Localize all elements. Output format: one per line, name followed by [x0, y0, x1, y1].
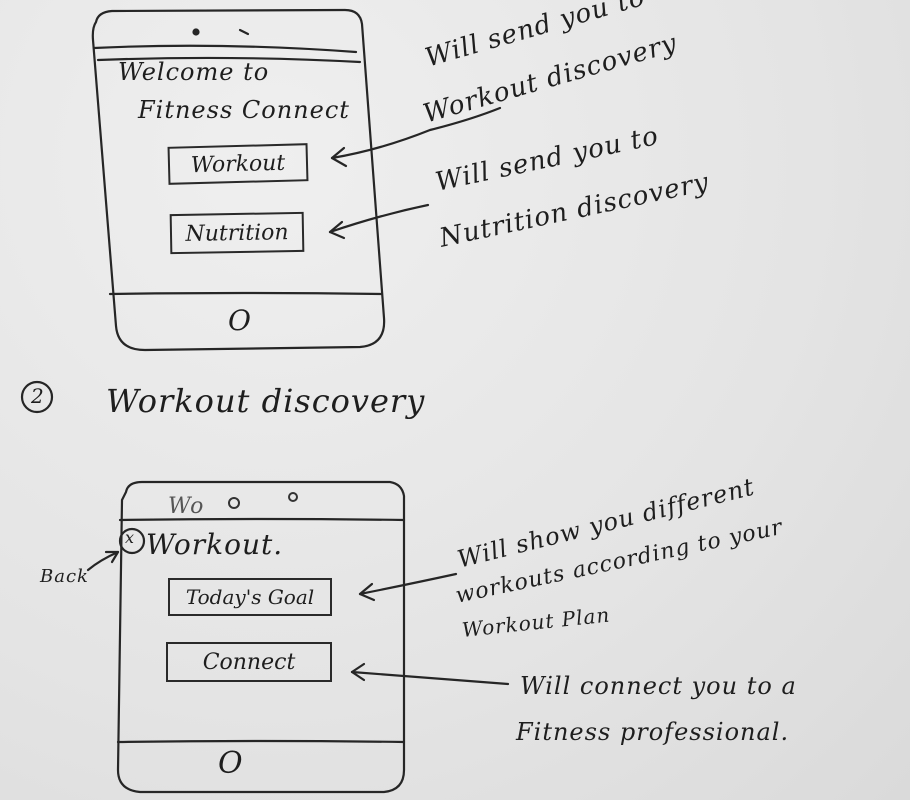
section-number: 2 — [31, 384, 45, 408]
arrow-goal — [358, 572, 458, 596]
phone1-bottom-divider — [108, 291, 384, 296]
annotation-back: Back — [40, 566, 89, 587]
phone1-outline — [91, 8, 386, 352]
back-icon-circle — [118, 527, 146, 555]
phone2-top-divider — [118, 517, 406, 522]
phone1-speaker-dash — [238, 28, 250, 36]
section-title: Workout discovery — [106, 382, 426, 420]
home-button-1[interactable]: O — [228, 304, 252, 337]
todays-goal-button[interactable]: Today's Goal — [168, 578, 332, 616]
back-icon[interactable]: x — [125, 528, 136, 547]
screen2-header: Workout. — [146, 528, 284, 561]
workout-button[interactable]: Workout — [167, 143, 309, 185]
screen2-sensor-dot — [288, 492, 298, 502]
arrow-nutrition — [328, 203, 430, 234]
screen2-top-label: Wo — [168, 494, 205, 519]
welcome-line2: Fitness Connect — [138, 96, 350, 124]
welcome-line1: Welcome to — [118, 58, 270, 86]
screen2-camera-dot — [228, 497, 240, 509]
home-button-2[interactable]: O — [218, 746, 244, 781]
phone2-bottom-divider — [116, 739, 406, 744]
arrow-back — [86, 550, 120, 572]
connect-button[interactable]: Connect — [166, 642, 332, 682]
nutrition-button[interactable]: Nutrition — [169, 211, 305, 255]
phone2-outline — [116, 480, 406, 794]
arrow-workout — [330, 106, 502, 160]
annotation-connect-line1: Will connect you to a — [520, 672, 797, 700]
phone1-speaker-dot — [192, 28, 200, 36]
phone1-top-divider2 — [96, 56, 362, 64]
arrow-connect — [350, 670, 510, 686]
annotation-connect-line2: Fitness professional. — [516, 718, 790, 746]
phone1-top-divider — [92, 44, 358, 54]
section-number-circle — [20, 380, 54, 414]
